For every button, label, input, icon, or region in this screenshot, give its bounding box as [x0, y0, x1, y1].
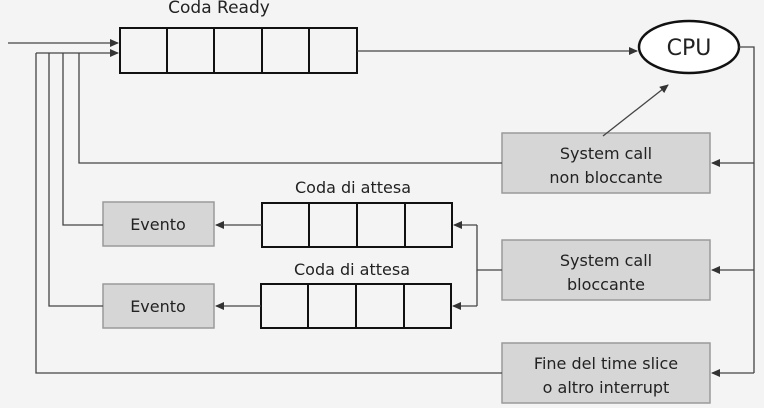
- wait-queue-2: [260, 283, 452, 329]
- event-box-1: Evento: [102, 201, 215, 247]
- syscall-nonblocking-line1: System call: [560, 144, 652, 163]
- connectors: [8, 39, 755, 377]
- event-box-2: Evento: [102, 283, 215, 329]
- syscall-blocking-line2: bloccante: [567, 275, 645, 294]
- syscall-nonblocking-box: System call non bloccante: [501, 132, 711, 194]
- event-2-label: Evento: [130, 297, 186, 316]
- timeslice-line2: o altro interrupt: [543, 378, 670, 397]
- blocking-split-line: [476, 225, 502, 271]
- ready-queue-label: Coda Ready: [168, 0, 270, 18]
- timeslice-return-line: [35, 53, 502, 374]
- ready-queue: [119, 27, 358, 74]
- cpu-output-bus: [739, 46, 755, 373]
- nonblocking-to-cpu-arrow: [602, 84, 669, 137]
- event-1-label: Evento: [130, 215, 186, 234]
- nonblocking-return-line: [78, 53, 502, 164]
- wait-queue-1-label: Coda di attesa: [295, 178, 411, 197]
- syscall-blocking-line1: System call: [560, 251, 652, 270]
- syscall-blocking-box: System call bloccante: [501, 239, 711, 301]
- syscall-nonblocking-line2: non bloccante: [549, 168, 662, 187]
- wait-queue-2-label: Coda di attesa: [294, 260, 410, 279]
- event1-return-line: [62, 53, 103, 226]
- event2-return-line: [48, 53, 103, 307]
- timeslice-line1: Fine del time slice: [534, 354, 678, 373]
- timeslice-box: Fine del time slice o altro interrupt: [501, 342, 711, 404]
- wait-queue-1: [261, 202, 453, 248]
- cpu-label: CPU: [667, 36, 712, 61]
- ready-queue-frame: [119, 27, 358, 74]
